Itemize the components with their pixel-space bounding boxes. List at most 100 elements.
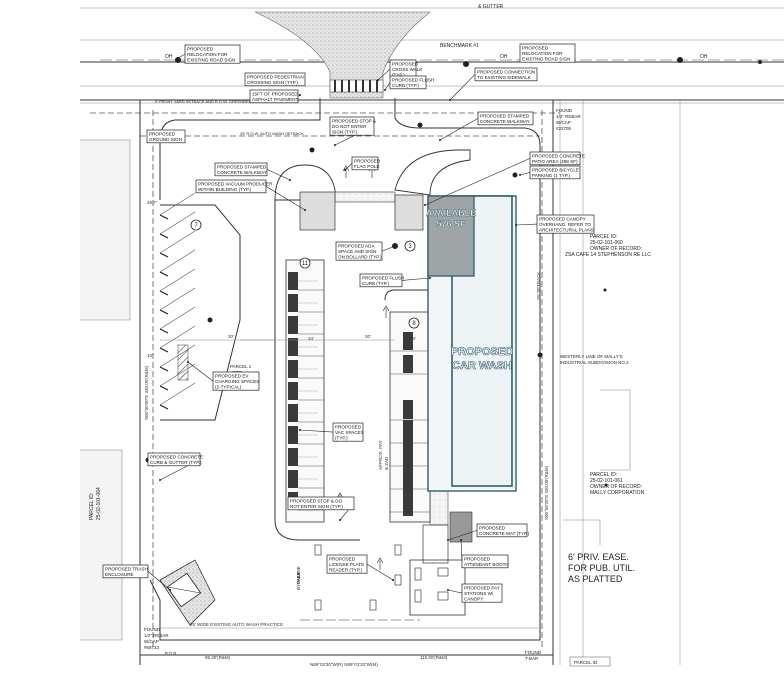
wheel-stop — [159, 214, 169, 220]
angled-stall-line — [159, 382, 196, 406]
overhead-line-label: OH — [700, 54, 708, 60]
parcel-right-2: 25-02-101-061 — [590, 478, 623, 484]
callout-box — [146, 129, 186, 144]
dim-label: 48.7' — [147, 200, 157, 205]
boundary-dim-left: 85.30'(R&M) — [205, 655, 231, 660]
leader-dot — [299, 429, 301, 431]
vac-stall-hatch — [288, 360, 298, 378]
dim-label: 30' — [228, 334, 234, 339]
leader-dot — [429, 277, 431, 279]
callout-box — [474, 67, 538, 82]
callout-text: EXISTING ROAD SIGN — [187, 57, 236, 62]
callout-text: PROPOSED FLUSH — [362, 276, 404, 281]
vac-stall-hatch — [403, 470, 413, 488]
vac-stall-hatch — [288, 404, 298, 422]
wheel-stop — [159, 385, 169, 391]
utility-pole — [758, 60, 762, 64]
vac-stall-hatch — [403, 440, 413, 456]
westerly-line: INDUSTRIAL SUBDIVISION NO.2 — [560, 360, 629, 365]
vac-count-marker-right — [408, 317, 420, 329]
callout-text: PROPOSED — [522, 46, 549, 51]
leader-dot — [515, 224, 517, 226]
vac-stall-hatch — [288, 448, 298, 466]
vacuum-stalls-left — [285, 259, 325, 523]
leader-dot — [289, 179, 291, 181]
overhead-line-label: OH — [165, 54, 173, 60]
patio-count-label: 3 — [408, 244, 412, 250]
found-rebar-bottom: 1/2" REBAR — [144, 633, 169, 638]
callout-text: LICENSE PLATE — [329, 562, 364, 567]
callout-text: PARKING (1 TYP.) — [532, 173, 571, 178]
wheel-stop — [159, 233, 169, 239]
callout-leader — [519, 172, 531, 176]
callout-box — [461, 583, 503, 603]
callout-text: ARCHITECTURAL PLANS — [539, 227, 594, 232]
trash-enclosure — [159, 559, 216, 626]
leader-dot — [159, 479, 161, 481]
callout-leader — [401, 277, 431, 281]
callout-text: (TYP.) — [335, 435, 348, 440]
vacuum-producer-pad — [299, 191, 336, 231]
available-area-label: 576 SF — [436, 219, 466, 229]
found-rebar-top: #22705 — [556, 126, 572, 131]
leader-dot — [439, 139, 441, 141]
callout-text: CHARGING SPACES — [215, 379, 259, 384]
callout-text: RELOCATION FOR — [187, 52, 228, 57]
callout-text: SIGN (TYP.) — [332, 129, 358, 134]
callout-text: PROPOSED EV — [215, 374, 249, 379]
callout-text: CURB (TYP.) — [362, 281, 389, 286]
callout-leader — [266, 169, 291, 181]
parcel-right: OWNER OF RECORD: — [590, 246, 642, 252]
callout-leader — [177, 53, 186, 59]
angled-stall-line — [159, 287, 196, 311]
patio-pad — [394, 194, 424, 231]
callout-leader — [147, 571, 171, 591]
survey-notes: FOUND 1/2" REBAR W/CAP #22705 PARCEL ID:… — [89, 108, 651, 667]
callout-box — [529, 165, 581, 180]
pob-label: P.O.B. — [165, 651, 178, 656]
vac-stall-hatch — [288, 294, 298, 312]
utility-pole — [175, 57, 181, 63]
callout-box — [519, 43, 576, 63]
side-dim-left: S00°00'00"E 330.00'(R&M) — [144, 365, 149, 420]
parcel-right: 25-02-101-060 — [590, 240, 623, 246]
parcel-right: PARCEL ID: — [590, 234, 617, 240]
callout-text: SPACE AND SIGN — [338, 249, 376, 254]
approach-label: & ZAD — [384, 456, 389, 470]
front-yard-setback-label: 0' FRONT YARD SETBACK AND R.O.W. GREENBE… — [155, 99, 253, 104]
parcel-site-label: PARCEL 1 — [230, 364, 252, 369]
callout-box — [244, 72, 306, 87]
dimensions: 30' 30' 24' 24' 48.7' 10' S00°00'00"E 33… — [144, 200, 549, 667]
vac-stall-hatch — [403, 420, 413, 436]
utility-pole — [677, 57, 683, 63]
symbols: 7 11 8 3 — [145, 122, 608, 570]
callout-text: PROPOSED — [464, 557, 491, 562]
callout-text: PROPOSED STAMPED — [217, 165, 267, 170]
callout-box — [147, 452, 201, 467]
callout-text: STATIONS W/ — [464, 591, 494, 596]
angled-stall-line — [159, 192, 196, 216]
callout-text: PROPOSED CONCRETE — [150, 455, 203, 460]
callout-text: VAC SPACES — [335, 430, 364, 435]
callout-box — [529, 151, 581, 166]
stamped-walkway — [334, 191, 396, 203]
callout-box — [389, 75, 427, 90]
callout-box — [332, 422, 364, 442]
ev-count-label: 7 — [194, 223, 198, 229]
vac-stall-hatch — [288, 316, 298, 334]
available-label: AVAILABLE — [426, 208, 476, 218]
dim-label: 24' — [410, 336, 416, 341]
leader-dot — [339, 519, 341, 521]
callout-leader — [187, 361, 214, 382]
